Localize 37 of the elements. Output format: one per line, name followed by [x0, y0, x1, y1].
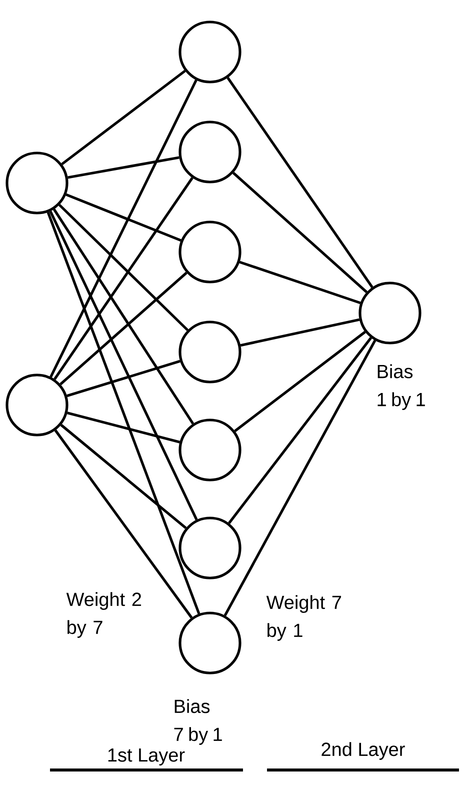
connection-line	[46, 212, 200, 614]
connection-line	[50, 80, 198, 378]
connection-line	[54, 430, 193, 618]
connection-line	[232, 172, 368, 294]
layer-label: 2nd Layer	[322, 742, 405, 760]
connection-line	[66, 360, 180, 398]
connection-line	[58, 204, 189, 332]
neuron-circle	[178, 120, 242, 184]
connection-line	[226, 77, 374, 288]
weight-label: Weight 7 by 1	[266, 595, 342, 641]
connection-line	[234, 330, 366, 432]
layer-label: 1st Layer	[108, 748, 185, 766]
neuron-circle	[178, 418, 242, 482]
connection-line	[224, 340, 376, 616]
weight-label: Weight 2 by 7	[66, 592, 142, 638]
neuron-circle	[178, 612, 242, 674]
connection-line	[239, 260, 361, 304]
connection-line	[66, 412, 180, 444]
connection-line	[60, 424, 187, 530]
neuron-circle	[178, 220, 242, 284]
connection-line	[68, 156, 180, 179]
connection-line	[54, 177, 194, 380]
neuron-circle	[358, 282, 422, 344]
connection-line	[60, 272, 188, 386]
connection-line	[228, 337, 372, 524]
connection-line	[49, 210, 198, 520]
connection-line	[52, 208, 194, 424]
neuron-circle	[6, 152, 68, 214]
connection-line	[240, 318, 360, 347]
neuron-circle	[6, 374, 68, 436]
node-caption: Bias 1 by 1	[378, 364, 425, 410]
connection-line	[66, 193, 182, 242]
connection-line	[61, 70, 186, 166]
neuron-circle	[178, 320, 242, 384]
neuron-circle	[178, 20, 242, 84]
bias-label: Bias 7 by 1	[174, 699, 222, 745]
neuron-circle	[178, 516, 242, 580]
